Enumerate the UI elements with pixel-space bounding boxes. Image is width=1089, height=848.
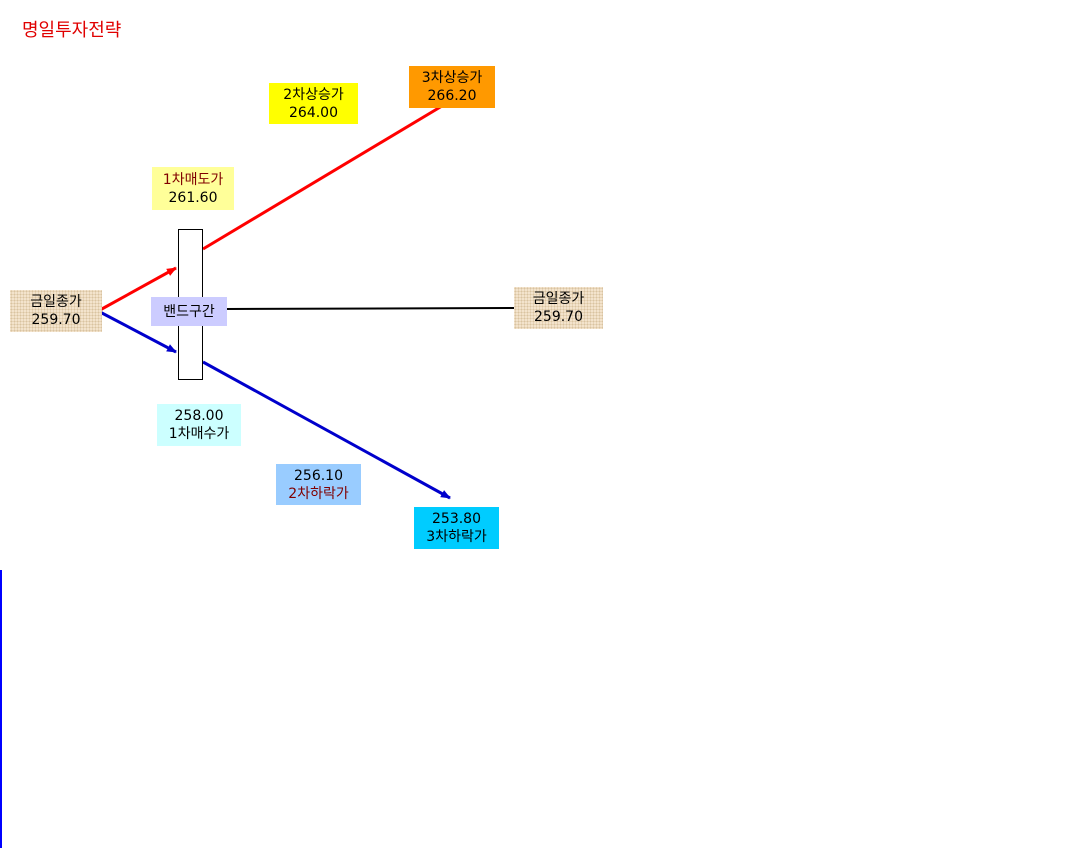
sell1-name: 1차매도가 xyxy=(162,171,224,188)
fall-arrow xyxy=(202,360,451,500)
rise3-box: 3차상승가 266.20 xyxy=(409,66,495,108)
left-edge-line xyxy=(0,570,2,848)
sell1-box: 1차매도가 261.60 xyxy=(152,167,234,210)
today-close-left-value: 259.70 xyxy=(31,312,81,328)
rise3-name: 3차상승가 xyxy=(421,70,483,86)
down-arrow-to-band xyxy=(99,310,177,354)
fall2-box: 256.10 2차하락가 xyxy=(276,464,361,505)
fall3-value: 253.80 xyxy=(432,511,481,527)
today-close-left-name: 금일종가 xyxy=(30,294,82,310)
rise2-name: 2차상승가 xyxy=(283,86,344,103)
fall2-value: 256.10 xyxy=(294,467,343,484)
band-label-box: 밴드구간 xyxy=(151,297,227,326)
fall3-box: 253.80 3차하락가 xyxy=(414,507,499,549)
buy1-box: 258.00 1차매수가 xyxy=(157,404,241,446)
rise2-value: 264.00 xyxy=(289,104,338,121)
today-close-right-name: 금일종가 xyxy=(532,291,585,307)
rise3-value: 266.20 xyxy=(427,88,477,104)
fall3-name: 3차하락가 xyxy=(426,529,487,545)
fall2-name: 2차하락가 xyxy=(288,485,349,502)
rise-line xyxy=(202,104,443,251)
up-arrow-to-band xyxy=(99,266,177,312)
band-label: 밴드구간 xyxy=(163,303,215,320)
sell1-value: 261.60 xyxy=(168,189,218,206)
page-title: 명일투자전략 xyxy=(22,20,122,41)
today-close-right-value: 259.70 xyxy=(534,309,583,325)
today-close-left-box: 금일종가 259.70 xyxy=(10,290,102,332)
today-close-right-box: 금일종가 259.70 xyxy=(514,287,603,329)
buy1-value: 258.00 xyxy=(174,408,224,424)
rise2-box: 2차상승가 264.00 xyxy=(269,83,358,124)
buy1-name: 1차매수가 xyxy=(168,426,230,442)
flat-line xyxy=(224,307,515,310)
